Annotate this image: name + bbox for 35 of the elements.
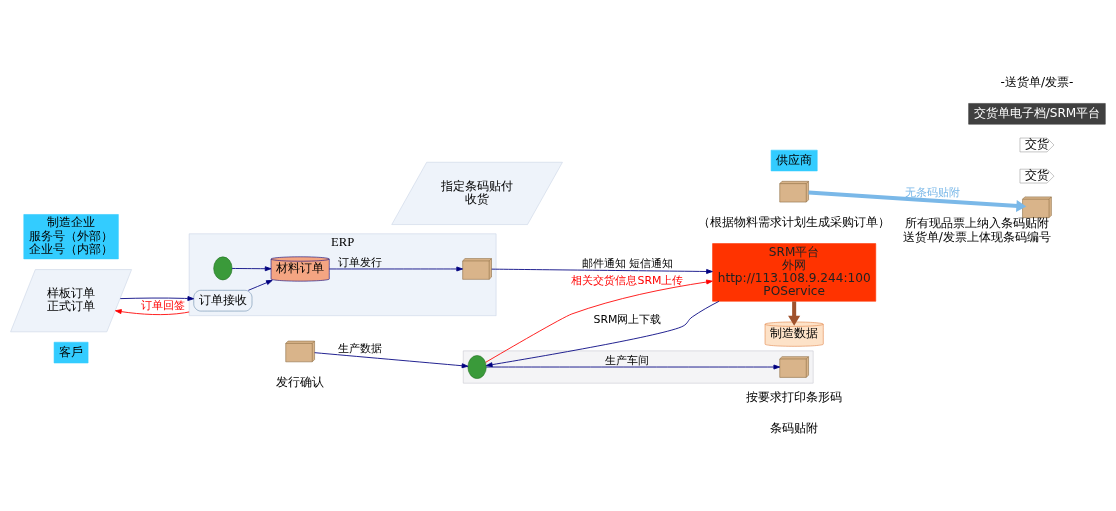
arrow bbox=[115, 308, 190, 315]
edge-label: 无条码贴附 bbox=[904, 185, 960, 199]
label: 发行确认 bbox=[276, 374, 325, 389]
arrow bbox=[328, 266, 463, 271]
node-label: 所有现品票上纳入条码贴附 bbox=[904, 215, 1049, 230]
arrow bbox=[788, 300, 801, 326]
node-box: 订单接收 bbox=[193, 289, 253, 311]
arrow bbox=[314, 351, 469, 368]
node-label: 送货单/发票上体现条码编号 bbox=[902, 229, 1051, 244]
arrow bbox=[485, 279, 713, 363]
node-box: 制造企业 服务号（外部） 企业号（内部） bbox=[23, 213, 119, 259]
arrow bbox=[808, 190, 1027, 212]
arrow bbox=[486, 364, 781, 369]
edge-label: 订单发行 bbox=[338, 255, 383, 269]
edge-label: 邮件通知 短信通知 bbox=[581, 256, 674, 270]
node-box: 交货单电子档/SRM平台 bbox=[968, 102, 1106, 124]
node-person bbox=[467, 354, 487, 379]
edge-label: 生产车间 bbox=[605, 353, 650, 367]
edge-label: 生产数据 bbox=[338, 341, 383, 355]
node-box: 供应商 bbox=[770, 149, 818, 171]
edge-label: 相关交货信息SRM上传 bbox=[571, 273, 684, 287]
edge-label: 订单回签 bbox=[140, 298, 185, 312]
arrow bbox=[247, 279, 273, 291]
label: （根据物料需求计划生成采购订单） bbox=[698, 214, 891, 229]
arrow bbox=[119, 295, 195, 301]
node-box: SRM平台 外网 http://113.108.9.244:100 POService bbox=[712, 242, 877, 302]
node-person bbox=[213, 256, 233, 280]
arrow bbox=[231, 265, 272, 271]
label: 条码贴附 bbox=[770, 420, 819, 435]
arrow bbox=[485, 300, 720, 367]
label: 按要求打印条形码 bbox=[746, 389, 843, 404]
edge-label: SRM网上下载 bbox=[593, 312, 662, 326]
arrow bbox=[491, 268, 713, 274]
node-box: 客戶 bbox=[53, 341, 89, 363]
label: -送货单/发票- bbox=[1000, 74, 1074, 89]
